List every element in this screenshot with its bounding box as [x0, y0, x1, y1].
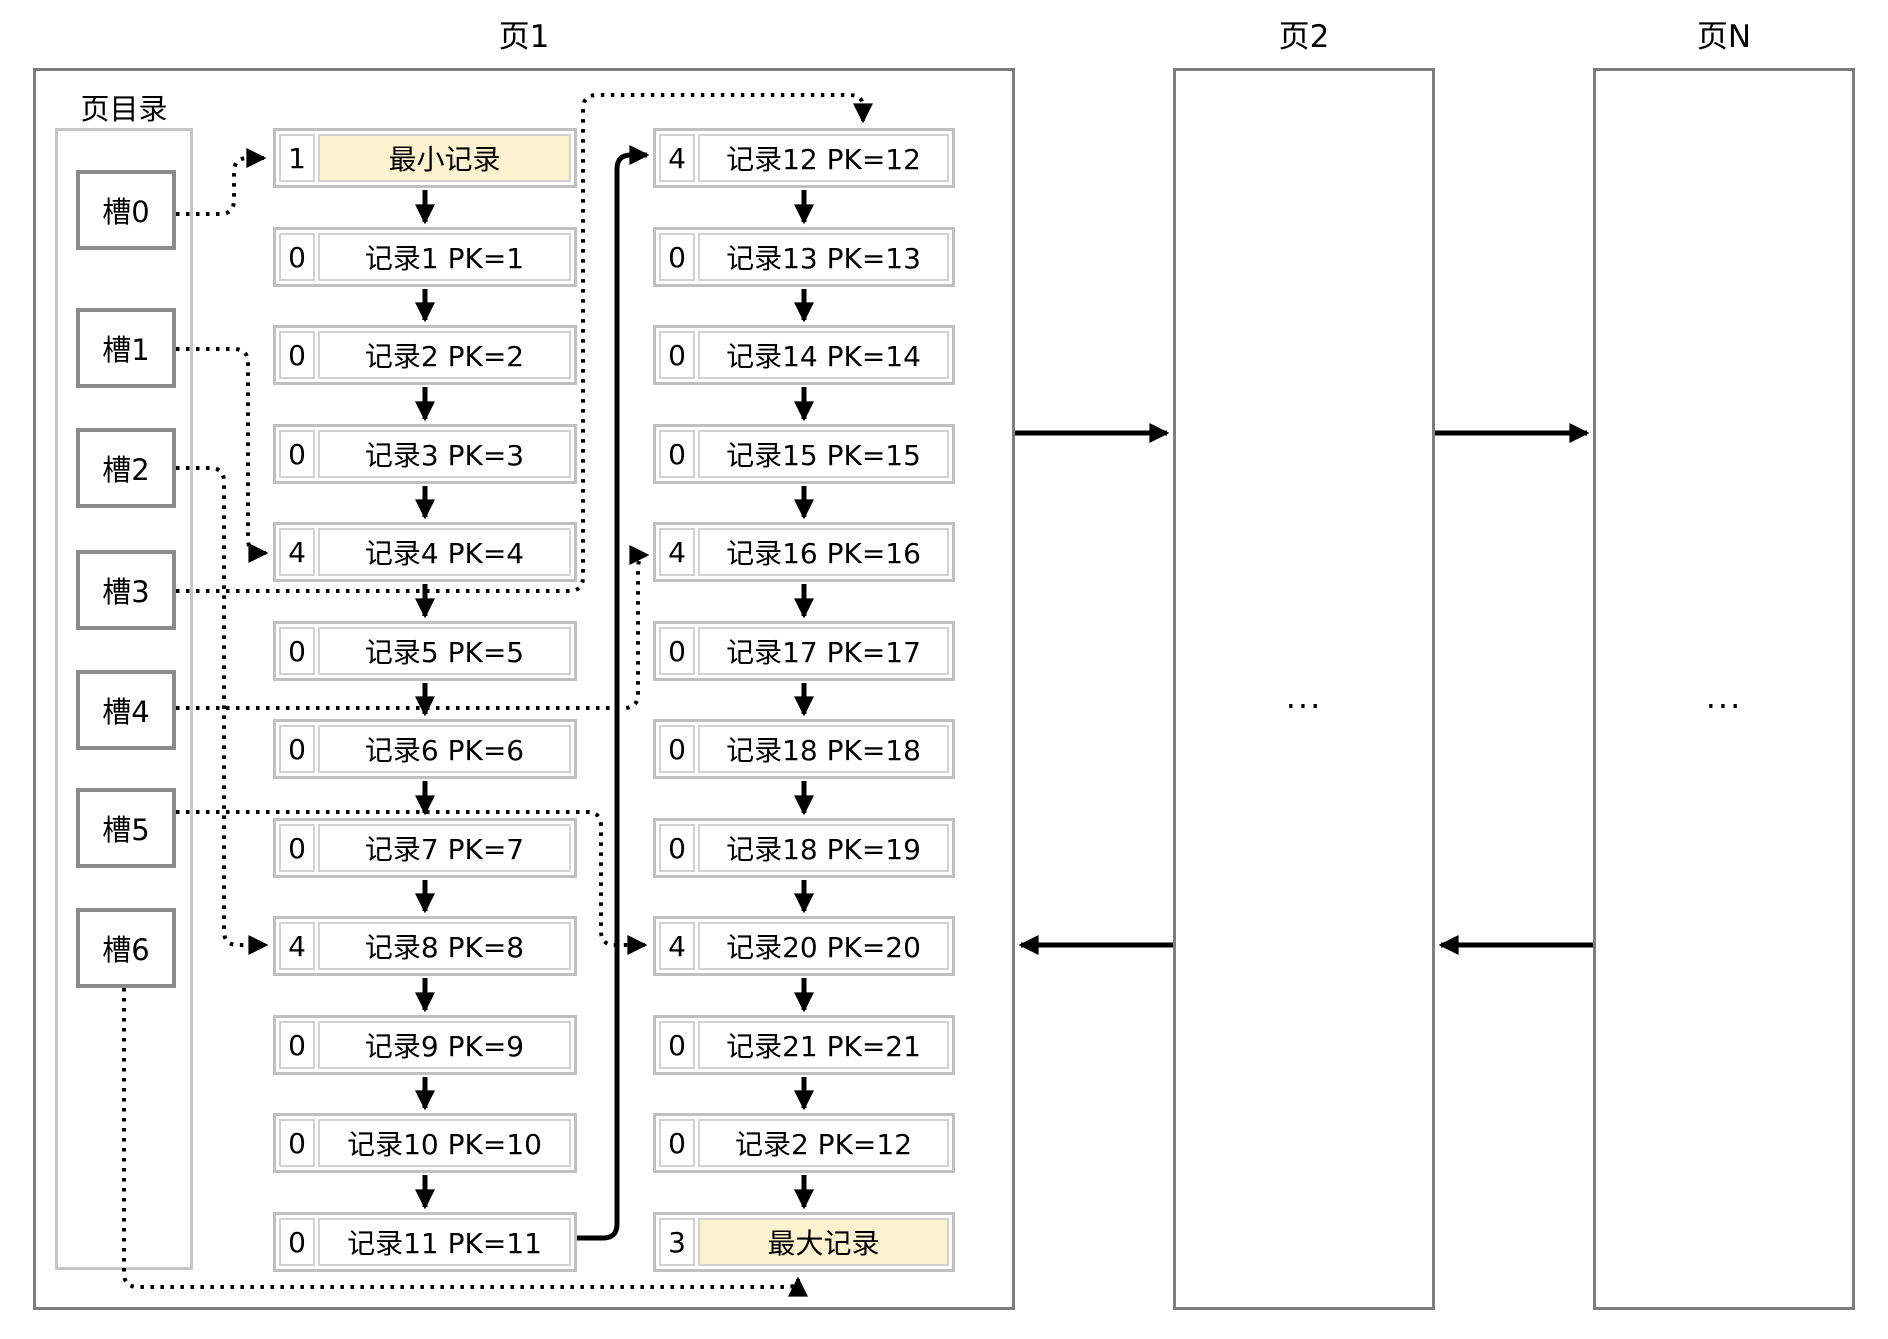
slot-0: 槽0	[76, 170, 176, 250]
record-label: 记录5 PK=5	[318, 627, 571, 675]
record-row: 0 记录10 PK=10	[273, 1113, 577, 1173]
record-row: 0 记录18 PK=19	[653, 818, 955, 878]
slot-3: 槽3	[76, 550, 176, 630]
record-owned-count: 4	[659, 134, 695, 182]
slot-6: 槽6	[76, 908, 176, 988]
record-row: 4 记录20 PK=20	[653, 916, 955, 976]
record-owned-count: 0	[279, 331, 315, 379]
slot-3-label: 槽3	[102, 575, 150, 609]
record-label: 记录12 PK=12	[698, 134, 949, 182]
slot-6-label: 槽6	[102, 933, 150, 967]
record-row: 0 记录7 PK=7	[273, 818, 577, 878]
record-row: 0 记录6 PK=6	[273, 719, 577, 779]
record-owned-count: 0	[279, 627, 315, 675]
record-owned-count: 0	[279, 1218, 315, 1266]
record-owned-count: 3	[659, 1218, 695, 1266]
pageN-title: 页N	[1696, 19, 1752, 55]
record-owned-count: 0	[659, 1119, 695, 1167]
record-row: 0 记录13 PK=13	[653, 227, 955, 287]
record-row: 0 记录2 PK=2	[273, 325, 577, 385]
record-label: 记录8 PK=8	[318, 922, 571, 970]
record-label: 记录18 PK=18	[698, 725, 949, 773]
page-directory-label: 页目录	[80, 92, 168, 126]
slot-2-label: 槽2	[102, 453, 150, 487]
record-owned-count: 0	[659, 627, 695, 675]
record-row: 0 记录11 PK=11	[273, 1212, 577, 1272]
record-owned-count: 0	[279, 725, 315, 773]
slot-5: 槽5	[76, 788, 176, 868]
record-owned-count: 4	[279, 922, 315, 970]
record-owned-count: 4	[659, 528, 695, 576]
record-owned-count: 0	[279, 1021, 315, 1069]
record-owned-count: 0	[279, 1119, 315, 1167]
record-row: 0 记录18 PK=18	[653, 719, 955, 779]
record-owned-count: 0	[279, 233, 315, 281]
record-row-min: 1 最小记录	[273, 128, 577, 188]
record-owned-count: 1	[279, 134, 315, 182]
record-owned-count: 0	[659, 725, 695, 773]
pageN-box	[1593, 68, 1855, 1310]
record-label: 记录2 PK=2	[318, 331, 571, 379]
record-owned-count: 0	[279, 430, 315, 478]
record-label: 记录18 PK=19	[698, 824, 949, 872]
record-row-max: 3 最大记录	[653, 1212, 955, 1272]
record-row: 0 记录3 PK=3	[273, 424, 577, 484]
record-row: 0 记录14 PK=14	[653, 325, 955, 385]
record-label: 记录15 PK=15	[698, 430, 949, 478]
record-label: 记录13 PK=13	[698, 233, 949, 281]
record-label: 记录20 PK=20	[698, 922, 949, 970]
record-row: 4 记录4 PK=4	[273, 522, 577, 582]
slot-4: 槽4	[76, 670, 176, 750]
record-label: 记录1 PK=1	[318, 233, 571, 281]
record-owned-count: 0	[659, 331, 695, 379]
record-row: 0 记录17 PK=17	[653, 621, 955, 681]
record-label: 记录2 PK=12	[698, 1119, 949, 1167]
pageN-ellipsis: ...	[1705, 678, 1743, 716]
record-label: 记录10 PK=10	[318, 1119, 571, 1167]
slot-1-label: 槽1	[102, 333, 150, 367]
record-row: 0 记录2 PK=12	[653, 1113, 955, 1173]
record-owned-count: 0	[659, 1021, 695, 1069]
slot-5-label: 槽5	[102, 813, 150, 847]
record-owned-count: 4	[279, 528, 315, 576]
record-row: 0 记录9 PK=9	[273, 1015, 577, 1075]
record-row: 4 记录16 PK=16	[653, 522, 955, 582]
record-label: 最小记录	[318, 134, 571, 182]
record-row: 0 记录5 PK=5	[273, 621, 577, 681]
record-label: 记录17 PK=17	[698, 627, 949, 675]
page2-ellipsis: ...	[1285, 678, 1323, 716]
record-label: 最大记录	[698, 1218, 949, 1266]
record-owned-count: 4	[659, 922, 695, 970]
record-label: 记录16 PK=16	[698, 528, 949, 576]
page1-title: 页1	[498, 19, 550, 55]
record-label: 记录14 PK=14	[698, 331, 949, 379]
page2-box	[1173, 68, 1435, 1310]
slot-1: 槽1	[76, 308, 176, 388]
page2-title: 页2	[1278, 19, 1330, 55]
record-row: 4 记录12 PK=12	[653, 128, 955, 188]
record-label: 记录3 PK=3	[318, 430, 571, 478]
record-label: 记录9 PK=9	[318, 1021, 571, 1069]
record-label: 记录7 PK=7	[318, 824, 571, 872]
record-row: 0 记录1 PK=1	[273, 227, 577, 287]
slot-0-label: 槽0	[102, 195, 150, 229]
slot-4-label: 槽4	[102, 695, 150, 729]
record-owned-count: 0	[659, 430, 695, 478]
record-row: 4 记录8 PK=8	[273, 916, 577, 976]
record-label: 记录21 PK=21	[698, 1021, 949, 1069]
record-label: 记录6 PK=6	[318, 725, 571, 773]
record-label: 记录11 PK=11	[318, 1218, 571, 1266]
record-row: 0 记录21 PK=21	[653, 1015, 955, 1075]
record-row: 0 记录15 PK=15	[653, 424, 955, 484]
record-owned-count: 0	[279, 824, 315, 872]
record-label: 记录4 PK=4	[318, 528, 571, 576]
record-owned-count: 0	[659, 824, 695, 872]
slot-2: 槽2	[76, 428, 176, 508]
record-owned-count: 0	[659, 233, 695, 281]
